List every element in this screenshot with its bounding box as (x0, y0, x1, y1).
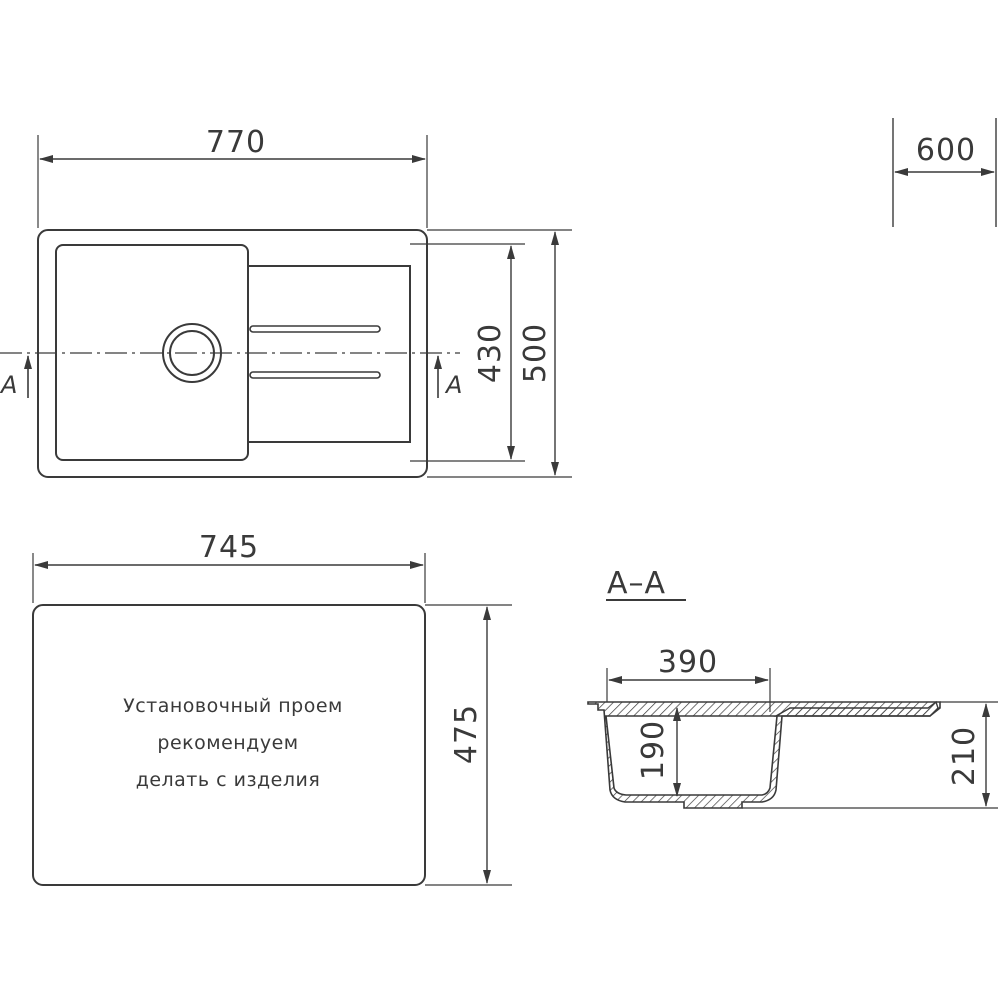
dimension-390-label: 390 (658, 645, 718, 680)
dimension-430-label: 430 (473, 323, 508, 383)
dimension-210-label: 210 (947, 726, 982, 786)
drainboard-outline (248, 265, 411, 443)
cutout-outline (32, 604, 426, 886)
drainboard-groove-top (249, 325, 381, 333)
dimension-770: 770 (37, 125, 428, 228)
dimension-390: 390 (606, 645, 771, 712)
section-mark-left: A (0, 355, 32, 399)
cutout-note-line-1: Установочный проем (123, 695, 343, 717)
cutout-note-line-2: рекомендуем (157, 732, 298, 754)
dimension-475-label: 475 (449, 704, 484, 764)
dimension-745-label: 745 (199, 530, 259, 565)
section-mark-left-label: A (0, 371, 17, 399)
plan-view: A A 770 430 500 (0, 125, 572, 478)
dimension-600-label: 600 (916, 133, 976, 168)
dimension-210: 210 (742, 701, 998, 809)
dimension-190: 190 (636, 707, 681, 797)
dimension-600: 600 (892, 118, 997, 227)
dimension-190-label: 190 (636, 720, 671, 780)
dimension-745: 745 (32, 530, 426, 603)
section-mark-right: A (434, 355, 462, 399)
cutout-view: 745 475 Установочный проем рекомендуем д… (32, 530, 512, 886)
dimension-500-label: 500 (518, 323, 553, 383)
section-view: A–A 390 190 210 (587, 566, 998, 809)
section-title: A–A (607, 566, 666, 601)
dimension-770-label: 770 (206, 125, 266, 160)
section-mark-right-label: A (444, 371, 462, 399)
dimension-430: 430 (410, 243, 525, 462)
dimension-500: 500 (427, 229, 572, 478)
drainboard-groove-bottom (249, 371, 381, 379)
cutout-note-line-3: делать с изделия (136, 769, 321, 791)
drainboard-section (773, 700, 939, 717)
dimension-475: 475 (425, 604, 512, 886)
